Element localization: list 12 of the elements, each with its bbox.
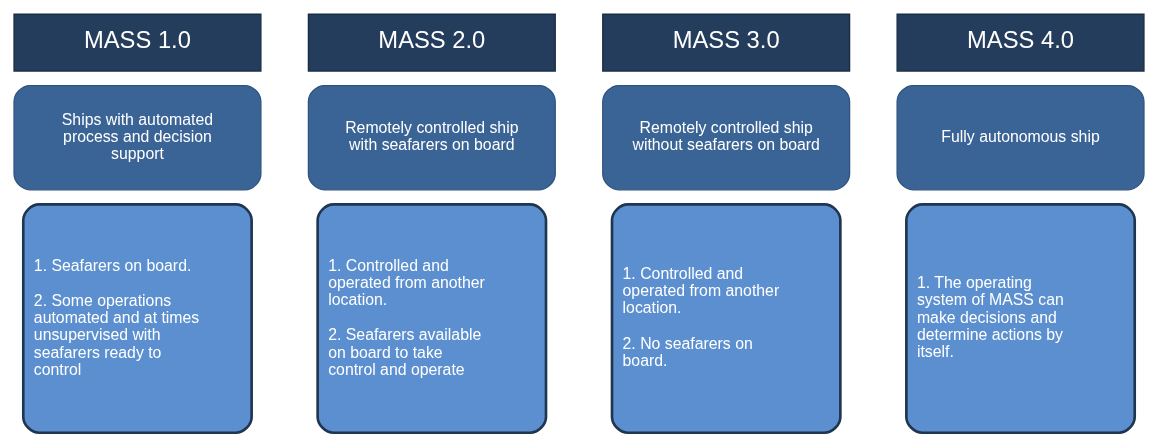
node-box: MASS 4.0 — [896, 13, 1145, 72]
node-box: 1. Controlled and operated from another location. 2. Seafarers available on board to take control and operate — [316, 203, 548, 435]
node-box: Remotely controlled ship without seafarers on board — [602, 84, 851, 191]
node-box: Remotely controlled ship with seafarers on board — [307, 84, 556, 191]
node-box: Ships with automated process and decision support — [13, 84, 262, 191]
node-box: MASS 1.0 — [13, 13, 262, 72]
node-box: MASS 3.0 — [602, 13, 851, 72]
node-box: 1. Controlled and operated from another location. 2. No seafarers on board. — [610, 203, 842, 435]
node-box: 1. Seafarers on board. 2. Some operations automated and at times unsupervised with seafarers ready to control — [21, 203, 253, 435]
node-box: Fully autonomous ship — [896, 84, 1145, 191]
node-box: 1. The operating system of MASS can make decisions and determine actions by itself. — [905, 203, 1137, 435]
node-box: MASS 2.0 — [307, 13, 556, 72]
